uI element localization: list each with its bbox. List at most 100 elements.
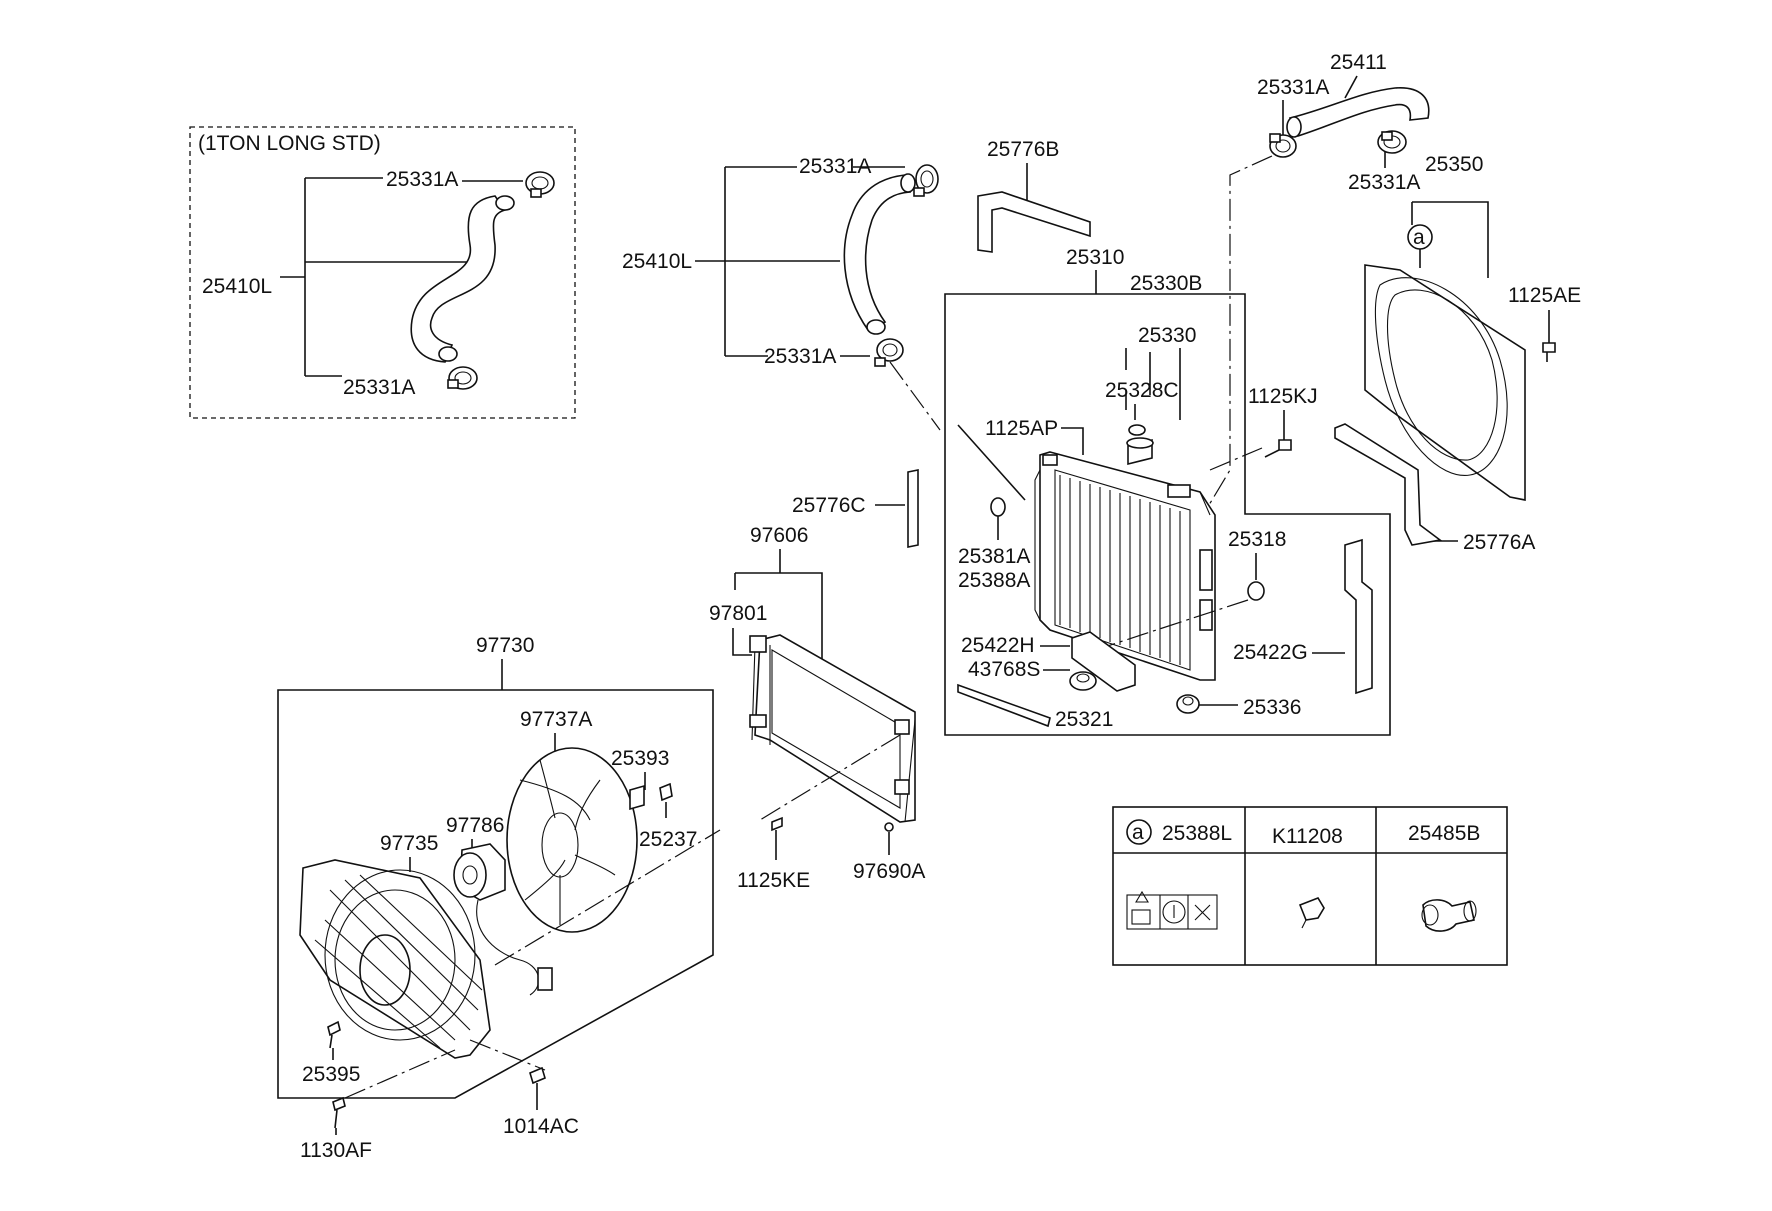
long-std-note: (1TON LONG STD) (198, 132, 381, 155)
caution-label-icon (1126, 890, 1218, 930)
fan-shroud-label[interactable]: 97735 (380, 832, 438, 855)
screw-25395-group: 25395 (302, 1020, 360, 1086)
bolt-1125ae-label[interactable]: 1125AE (1508, 284, 1581, 307)
upper-hose-clamp-b-label[interactable]: 25331A (1348, 171, 1420, 194)
upper-clamp-mid-label[interactable]: 25331A (799, 155, 871, 178)
insulator-25336-label[interactable]: 25336 (1243, 696, 1301, 719)
bolt-1014ac-label[interactable]: 1014AC (503, 1115, 579, 1138)
condenser-assy-label[interactable]: 97606 (750, 524, 808, 547)
inset-hose-end-top (495, 195, 515, 211)
seal-h-label[interactable]: 25422H (961, 634, 1035, 657)
legend-col-2-label[interactable]: K11208 (1272, 825, 1343, 848)
resistor-icon (629, 784, 645, 811)
shroud-assy-leader (1411, 201, 1489, 278)
fan-axis-lower (469, 1039, 546, 1071)
radiator-assy-label[interactable]: 25310 (1066, 246, 1124, 269)
shroud-group: 25350 a 1125AE (1364, 153, 1581, 501)
condenser-sub-label[interactable]: 97801 (709, 602, 767, 625)
drain-plug-icon (990, 497, 1006, 517)
upper-hose-clamp-a-icon (1269, 133, 1297, 158)
legend-table: a 25388L K11208 25485B (1112, 806, 1508, 966)
seal-25321-label[interactable]: 25321 (1055, 708, 1113, 731)
insulator-43768s-label[interactable]: 43768S (968, 658, 1040, 681)
air-guard-a-group: 25776A (1334, 423, 1535, 554)
screw-1125kj-group: 1125KJ (1248, 385, 1318, 458)
air-guard-c-label[interactable]: 25776C (792, 494, 866, 517)
upper-hose-drawing (1288, 87, 1430, 137)
inset-long-std: (1TON LONG STD) 25331A 25410L 25331A (189, 126, 576, 419)
bracket-97690a-icon (884, 822, 894, 832)
bolt-1130af-label[interactable]: 1130AF (300, 1139, 372, 1162)
air-guard-b-label[interactable]: 25776B (987, 138, 1059, 161)
inset-upper-clamp-label[interactable]: 25331A (386, 168, 458, 191)
lower-clamp-mid-label[interactable]: 25331A (764, 345, 836, 368)
legend-col-1-label[interactable]: 25388L (1162, 822, 1232, 845)
seal-h-drawing (1071, 631, 1136, 692)
screw-1125ap-label[interactable]: 1125AP (985, 417, 1058, 440)
inset-dashed-frame (189, 126, 576, 419)
radiator-assy-frame (944, 293, 1391, 736)
inset-lower-clamp-label[interactable]: 25331A (343, 376, 415, 399)
upper-hose-clamp-a-label[interactable]: 25331A (1257, 76, 1329, 99)
air-guard-a-label[interactable]: 25776A (1463, 531, 1535, 554)
fan-assy-frame (277, 689, 714, 1099)
screw-25395-label[interactable]: 25395 (302, 1063, 360, 1086)
condenser-sub-leader (732, 628, 752, 656)
fan-blade-drawing (506, 747, 638, 933)
callout-marker: a (1413, 226, 1425, 249)
fan-shroud-drawing (299, 859, 491, 1059)
fan-motor-label[interactable]: 97786 (446, 814, 504, 837)
air-guard-c-group: 25776C (792, 469, 919, 548)
fan-blade-label[interactable]: 97737A (520, 708, 592, 731)
inset-hose-label[interactable]: 25410L (202, 275, 272, 298)
lower-hose-end-bottom (866, 319, 886, 335)
upper-hose-clamp-b-icon (1377, 130, 1407, 154)
bolt-1014ac-icon (529, 1066, 546, 1098)
resistor-label[interactable]: 25393 (611, 747, 669, 770)
drain-oring-label[interactable]: 25388A (958, 569, 1030, 592)
cap-b-label[interactable]: 25330B (1130, 272, 1202, 295)
lower-hose-drawing (843, 174, 912, 332)
radiator-core-drawing (1034, 451, 1216, 681)
nut-25237-icon (659, 782, 673, 802)
bracket-97690a-label[interactable]: 97690A (853, 860, 925, 883)
insulator-25336-icon (1176, 694, 1200, 714)
condenser-axis (759, 734, 901, 821)
condenser-assy-leader (734, 549, 823, 660)
nut-25237-label[interactable]: 25237 (639, 828, 697, 851)
condenser-drawing (749, 634, 916, 823)
upper-hose-axis (1199, 155, 1273, 521)
seal-cap-label[interactable]: 25328C (1105, 379, 1179, 402)
shroud-assy-label[interactable]: 25350 (1425, 153, 1483, 176)
screw-1125ap-leader (1061, 427, 1084, 446)
legend-col-3-label[interactable]: 25485B (1408, 822, 1480, 845)
fan-assy-label[interactable]: 97730 (476, 634, 534, 657)
drain-plug-label[interactable]: 25381A (958, 545, 1030, 568)
bolt-1125ke-label[interactable]: 1125KE (737, 869, 810, 892)
seal-g-label[interactable]: 25422G (1233, 641, 1308, 664)
radiator-cap-icon (1126, 437, 1154, 466)
inset-hose-end-bottom (438, 346, 458, 362)
bolt-1130af-axis (344, 1049, 456, 1099)
bracket-25318-label[interactable]: 25318 (1228, 528, 1286, 551)
seal-25321-drawing (957, 683, 1051, 728)
radiator-axis-upper (1209, 447, 1263, 471)
lower-clamp-mid-icon (874, 338, 904, 367)
screw-1125kj-label[interactable]: 1125KJ (1248, 385, 1318, 408)
lower-hose-label[interactable]: 25410L (622, 250, 692, 273)
air-guard-b-group: 25776B (977, 138, 1091, 253)
cap-label[interactable]: 25330 (1138, 324, 1196, 347)
lower-hose-group: 25331A 25410L 25331A (622, 155, 941, 431)
upper-hose-label[interactable]: 25411 (1330, 51, 1387, 74)
shroud-drawing (1364, 264, 1526, 501)
upper-hose-end-left (1286, 116, 1302, 138)
screw-axis (957, 424, 1026, 501)
insulator-43768s-icon (1069, 671, 1097, 691)
upper-clamp-mid-icon (913, 164, 939, 197)
inset-leader-lines (280, 177, 470, 377)
fan-assembly-group: 97730 97737A 25393 25237 97786 97735 (277, 634, 721, 1099)
bracket-25318-icon (1247, 581, 1265, 601)
inset-lower-clamp-icon (447, 366, 478, 390)
legend-marker-icon (1126, 819, 1152, 845)
